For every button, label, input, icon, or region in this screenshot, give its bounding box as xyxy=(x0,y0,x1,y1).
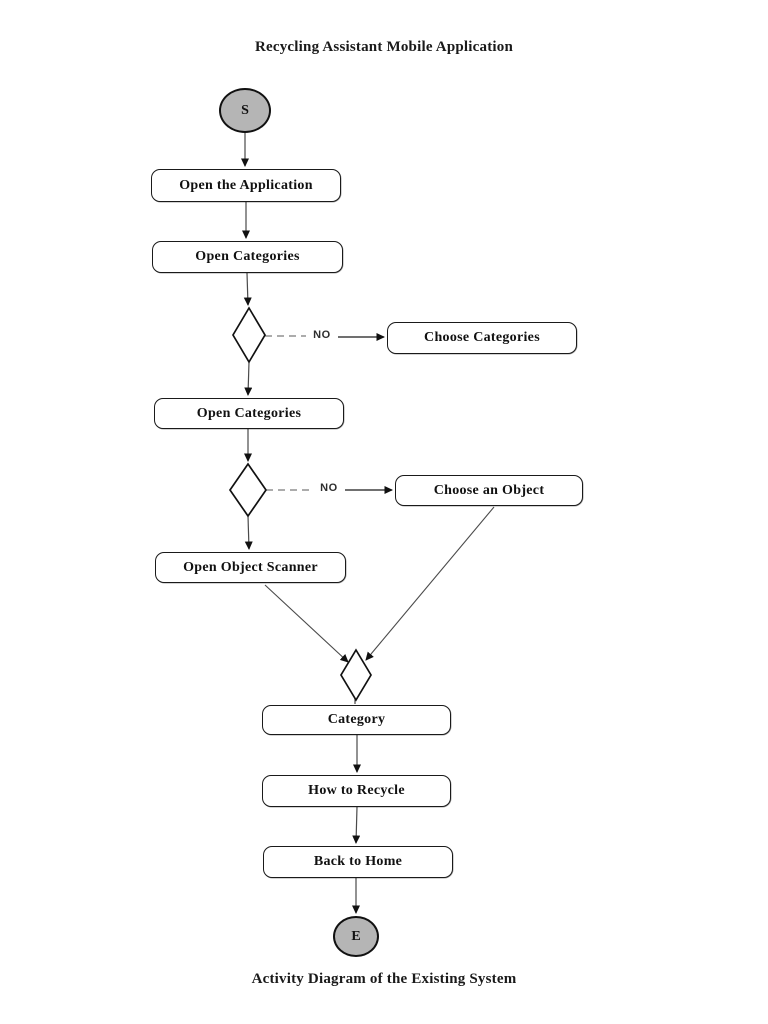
edge-open-categories-to-decision1 xyxy=(243,272,252,306)
edge-label-no-1: NO xyxy=(306,329,338,341)
end-node: E xyxy=(333,916,379,957)
decision-object-diamond xyxy=(228,462,268,518)
edge-how-to-recycle-to-back-to-home xyxy=(352,806,361,844)
merge-diamond xyxy=(340,648,372,702)
node-category: Category xyxy=(262,705,451,735)
edge-choose-an-object-to-merge xyxy=(365,506,495,661)
node-open-categories-2: Open Categories xyxy=(154,398,344,429)
start-node-label: S xyxy=(241,102,249,118)
edge-decision2-to-open-object-scanner xyxy=(244,515,253,550)
decision-categories-diamond xyxy=(232,306,266,364)
edge-open-object-scanner-to-merge xyxy=(264,584,349,663)
node-back-to-home: Back to Home xyxy=(263,846,453,878)
node-open-application: Open the Application xyxy=(151,169,341,202)
node-open-object-scanner: Open Object Scanner xyxy=(155,552,346,583)
end-node-label: E xyxy=(351,928,361,944)
diagram-title: Recycling Assistant Mobile Application xyxy=(254,39,514,55)
edge-decision1-to-open-categories-2 xyxy=(244,361,253,396)
node-how-to-recycle: How to Recycle xyxy=(262,775,451,807)
node-choose-categories: Choose Categories xyxy=(387,322,577,354)
diagram-caption: Activity Diagram of the Existing System xyxy=(251,971,517,987)
node-choose-an-object: Choose an Object xyxy=(395,475,583,506)
start-node: S xyxy=(219,88,271,133)
node-open-categories-1: Open Categories xyxy=(152,241,343,273)
edge-label-no-2: NO xyxy=(313,482,345,494)
